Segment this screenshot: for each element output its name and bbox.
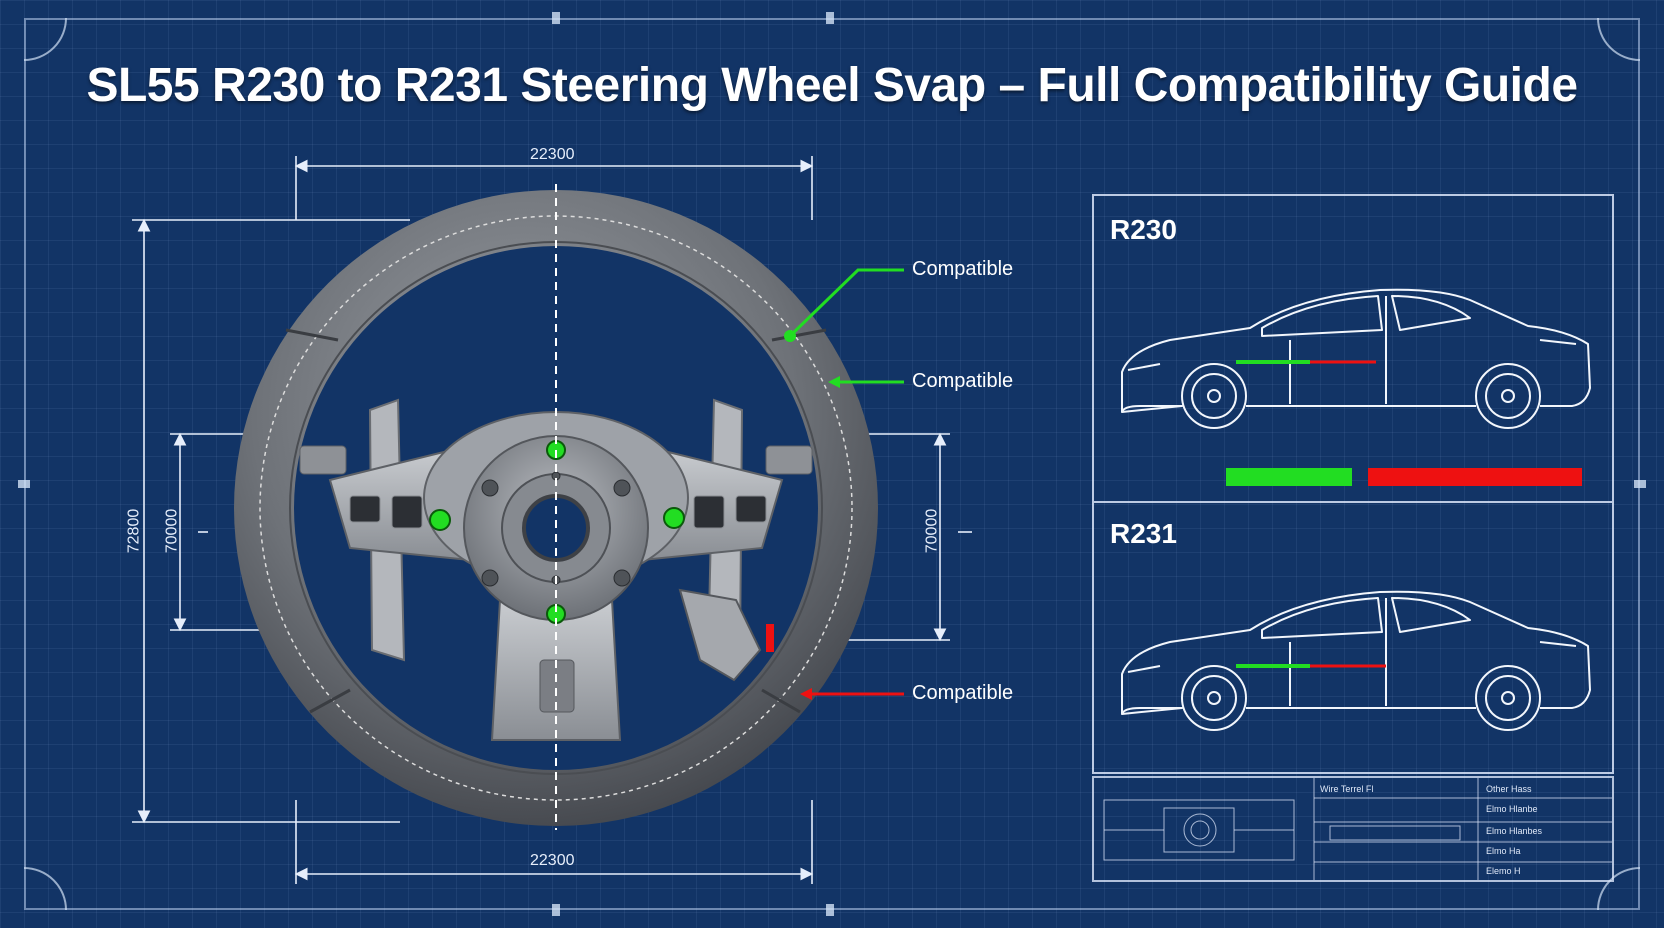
title-block-row-1: Elmo Hlanbe bbox=[1486, 804, 1538, 814]
title-block-row-2: Elmo Hlanbes bbox=[1486, 826, 1543, 836]
red-indicator bbox=[766, 624, 774, 652]
tick-top-2 bbox=[826, 12, 834, 24]
dim-top-label: 22300 bbox=[530, 146, 575, 163]
title-block-lines bbox=[1103, 778, 1612, 880]
leader-1 bbox=[788, 268, 904, 338]
tick-left bbox=[18, 480, 30, 488]
tick-bottom-1 bbox=[552, 904, 560, 916]
title-block-header-1: Wire Terrel Fl bbox=[1320, 784, 1374, 794]
right-stalk bbox=[765, 445, 813, 475]
tick-right bbox=[1634, 480, 1646, 488]
page-title: SL55 R230 to R231 Steering Wheel Svap – … bbox=[86, 59, 1578, 112]
title-block-row-3: Elmo Ha bbox=[1486, 846, 1521, 856]
connector-dot-left bbox=[429, 509, 451, 531]
right-button-1 bbox=[693, 495, 725, 529]
r230-incompat-bar bbox=[1368, 468, 1582, 486]
left-button-2 bbox=[391, 495, 423, 529]
left-stalk bbox=[299, 445, 347, 475]
corner-arc-bl bbox=[23, 867, 67, 911]
corner-arc-tr bbox=[1597, 17, 1641, 61]
panel-divider bbox=[1094, 501, 1612, 503]
callout-label-3: Compatible bbox=[912, 682, 1014, 704]
tick-bottom-2 bbox=[826, 904, 834, 916]
side-switch-module bbox=[678, 588, 762, 682]
r231-car-outline bbox=[1121, 590, 1591, 731]
callout-label-1: Compatible bbox=[912, 258, 1014, 280]
corner-arc-tl bbox=[23, 17, 67, 61]
title-block-row-4: Elemo H bbox=[1486, 866, 1521, 876]
comparison-panel bbox=[1092, 194, 1614, 774]
model-label-r230: R230 bbox=[1110, 214, 1177, 245]
left-button-1 bbox=[349, 495, 381, 523]
right-button-2 bbox=[735, 495, 767, 523]
model-label-r231: R231 bbox=[1110, 518, 1177, 549]
title-block: Wire Terrel Fl Other Hass Elmo Hlanbe El… bbox=[1092, 776, 1614, 882]
connector-dot-right bbox=[663, 507, 685, 529]
callout-label-2: Compatible bbox=[912, 370, 1014, 392]
tick-top-1 bbox=[552, 12, 560, 24]
r230-compat-bar bbox=[1226, 468, 1352, 486]
dim-bottom-label: 22300 bbox=[530, 852, 575, 869]
title-block-header-2: Other Hass bbox=[1486, 784, 1532, 794]
